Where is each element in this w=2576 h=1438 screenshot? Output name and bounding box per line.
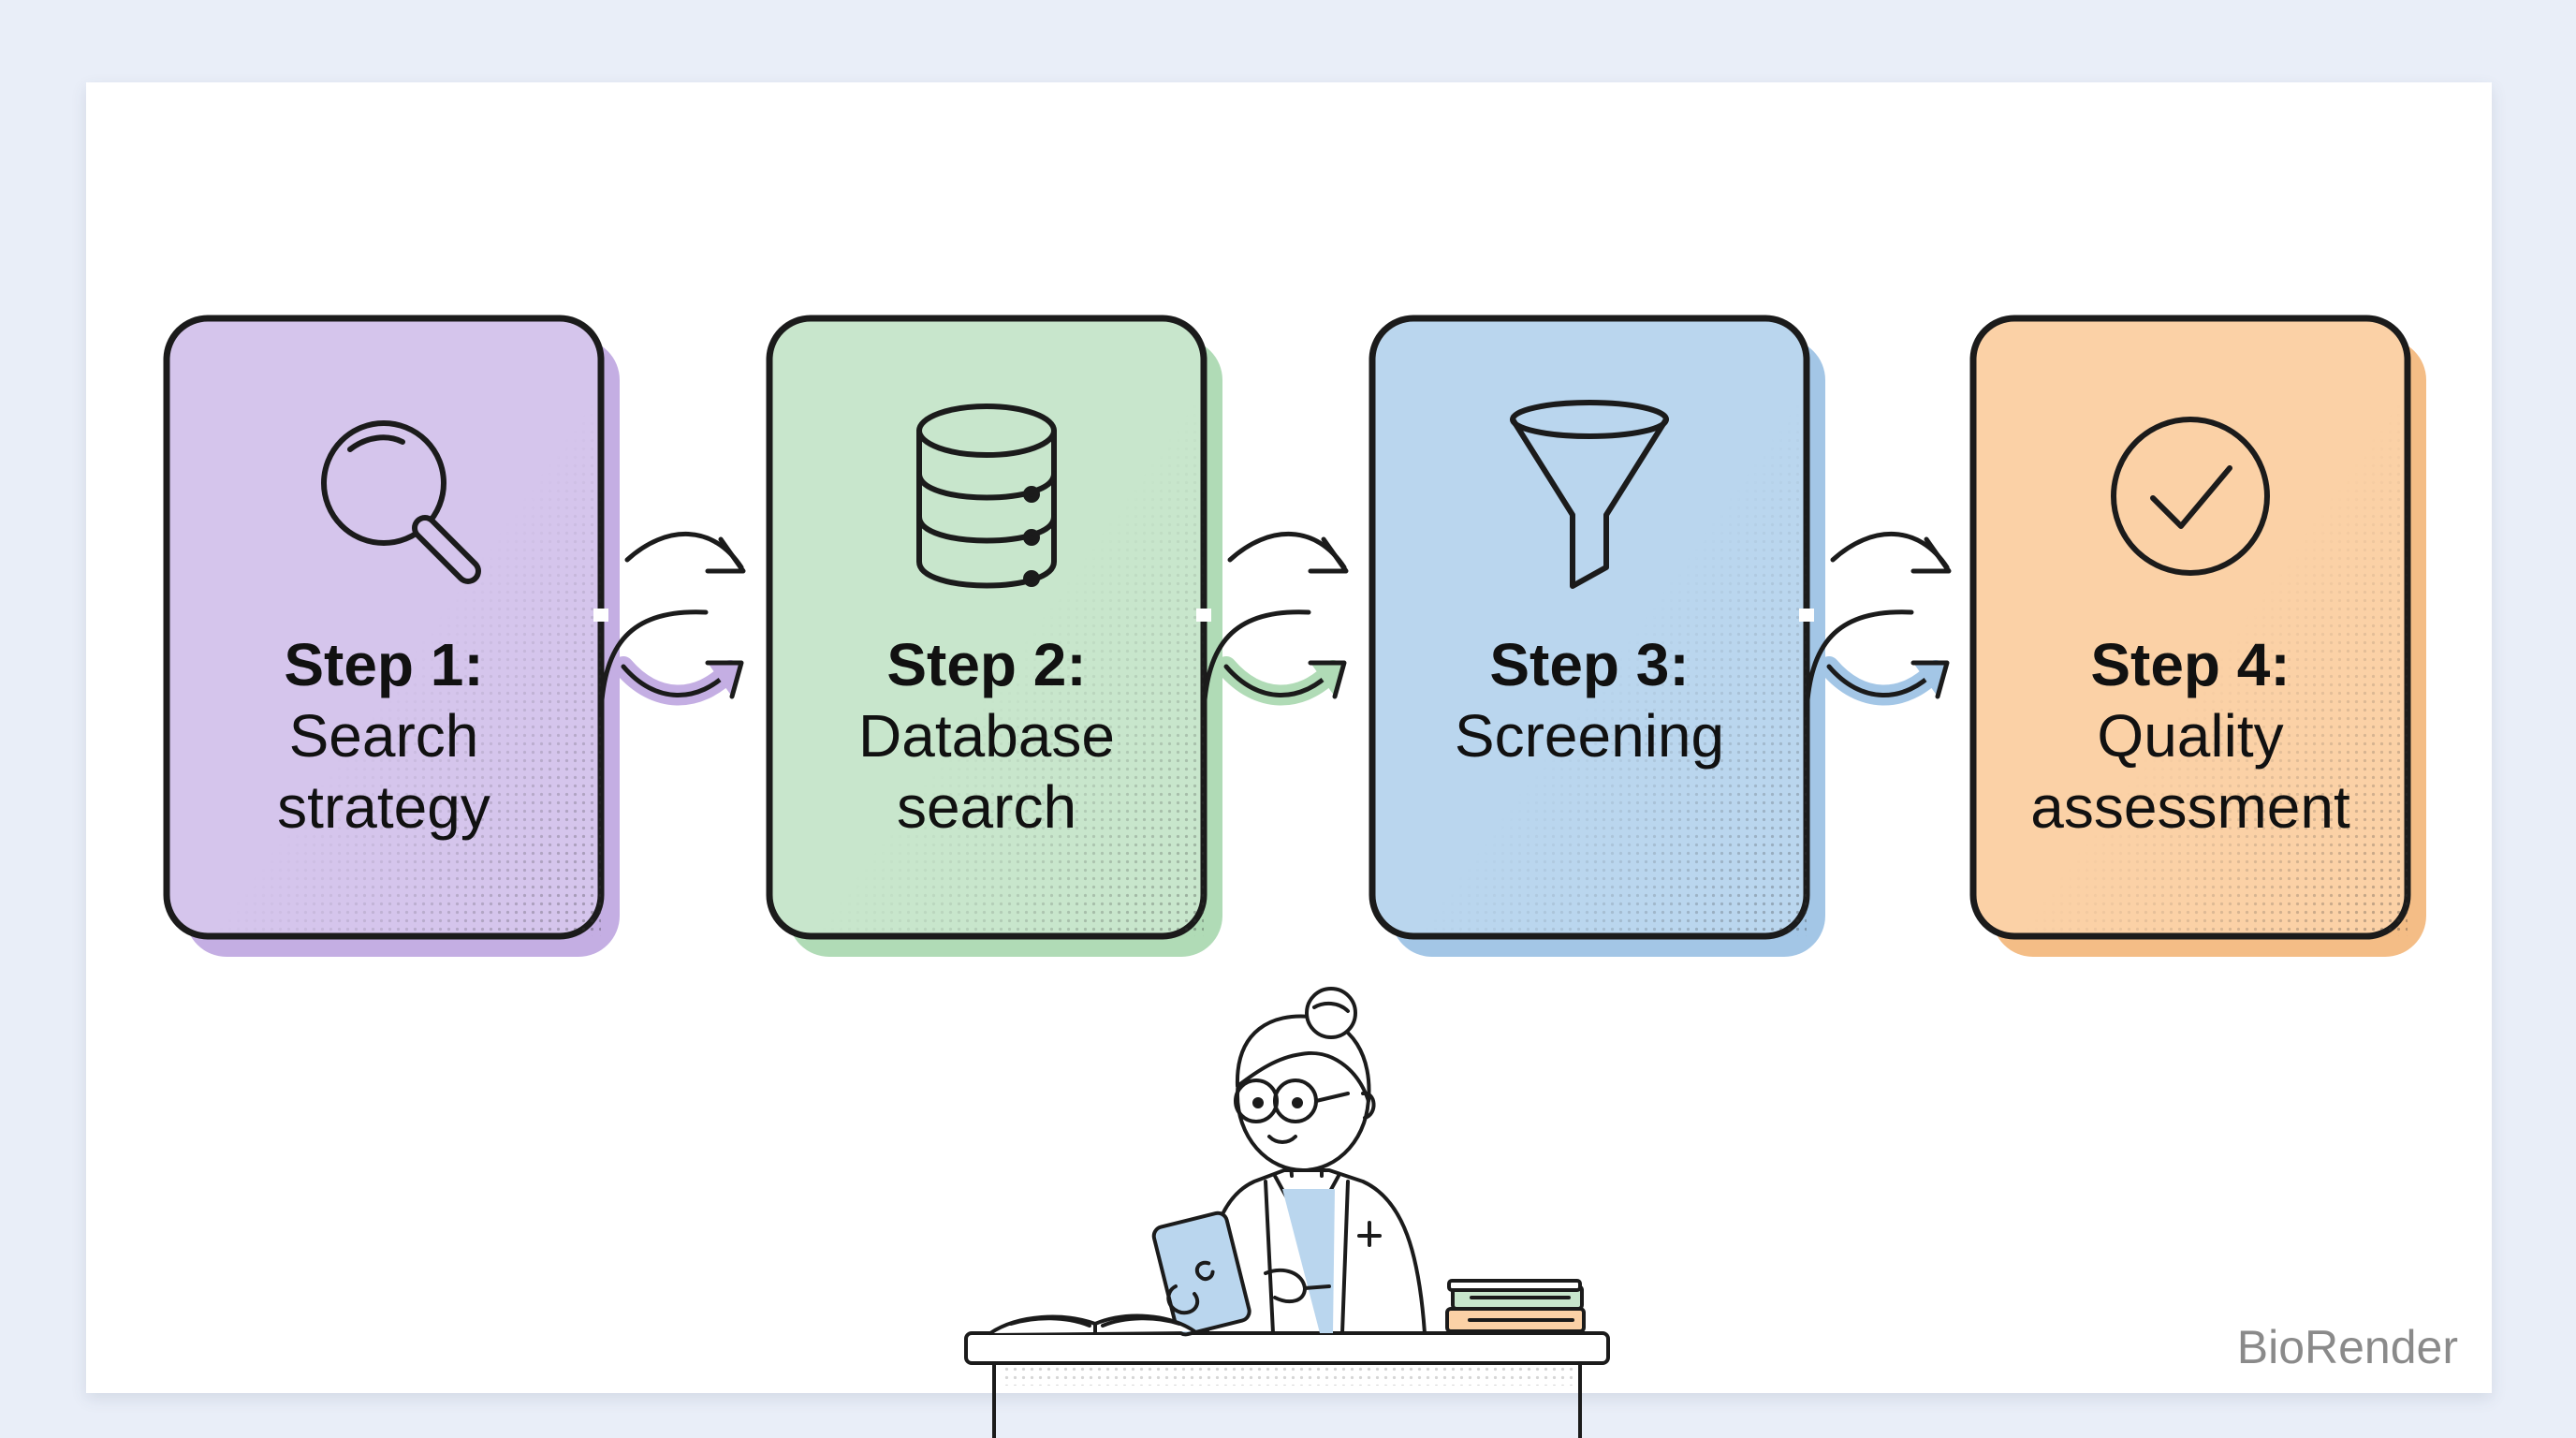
step-label-line: search xyxy=(897,773,1076,841)
step-label-line: Database xyxy=(858,702,1115,770)
step-label-line: Screening xyxy=(1455,702,1724,770)
biorender-watermark: BioRender xyxy=(2237,1321,2458,1373)
step-label-line: Quality xyxy=(2097,702,2283,770)
card-texture xyxy=(1372,318,1807,936)
card-texture xyxy=(769,318,1204,936)
step-card-3: Step 3:Screening xyxy=(1368,315,1825,957)
connector-arrow-1 xyxy=(593,531,746,714)
researcher-at-desk-illustration xyxy=(964,987,1610,1438)
connector-arrow-2 xyxy=(1196,531,1349,714)
card-texture xyxy=(167,318,601,936)
step-title: Step 1: xyxy=(284,631,483,698)
step-label-line: Search xyxy=(289,702,479,770)
step-title: Step 2: xyxy=(886,631,1086,698)
check-circle-icon xyxy=(2111,417,2270,576)
funnel-icon xyxy=(1510,400,1669,589)
card-texture xyxy=(1973,318,2408,936)
step-title: Step 4: xyxy=(2090,631,2290,698)
connector-arrow-3 xyxy=(1799,531,1952,714)
step-label-line: assessment xyxy=(2030,773,2350,841)
database-icon xyxy=(916,404,1057,589)
magnifier-icon xyxy=(321,420,481,584)
step-title: Step 3: xyxy=(1489,631,1689,698)
step-label-line: strategy xyxy=(277,773,490,841)
